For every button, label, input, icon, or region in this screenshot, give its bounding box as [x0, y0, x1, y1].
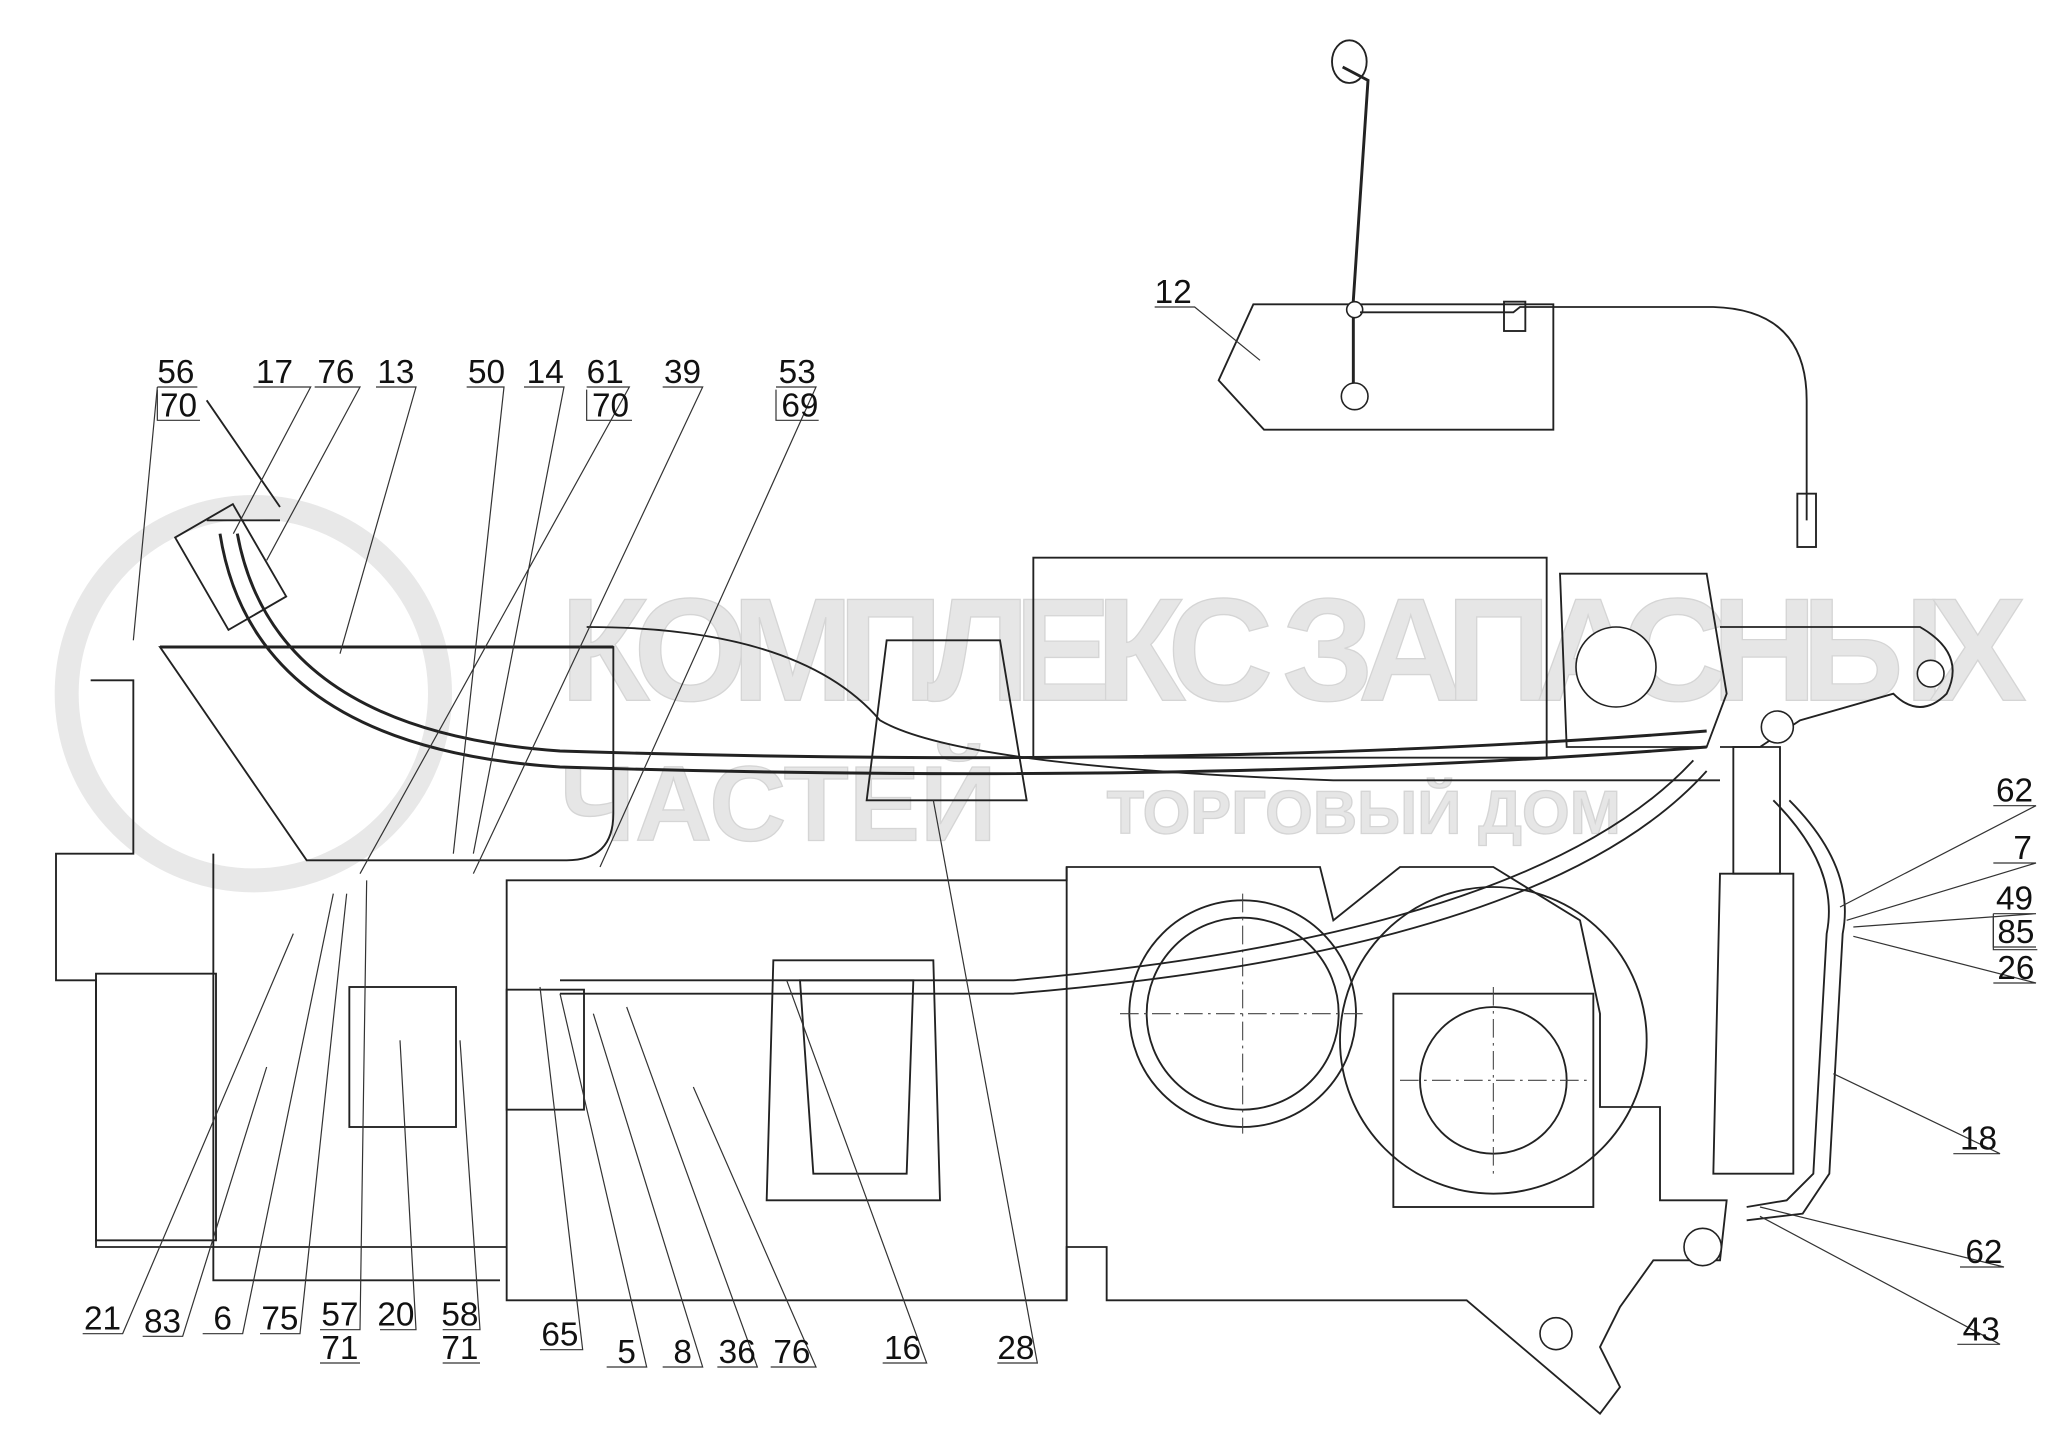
- callout-62: 62: [1996, 773, 2033, 810]
- callout-58: 58: [441, 1297, 478, 1334]
- callout-26: 26: [1997, 950, 2034, 987]
- callout-17: 17: [256, 354, 293, 391]
- callout-53: 53: [779, 354, 816, 391]
- callouts-top: 56 70 17 76 13 50 14 61 70 39 53 69 12: [157, 274, 1191, 424]
- callout-61: 61: [587, 354, 624, 391]
- callout-14: 14: [527, 354, 564, 391]
- control-panel: [1217, 39, 1817, 548]
- callout-62b: 62: [1965, 1234, 2002, 1271]
- callout-20: 20: [377, 1297, 414, 1334]
- callout-69: 69: [781, 387, 818, 424]
- callout-71b: 71: [441, 1330, 478, 1367]
- callout-12: 12: [1155, 274, 1192, 311]
- callout-8: 8: [673, 1334, 692, 1371]
- callout-76: 76: [317, 354, 354, 391]
- callout-6: 6: [213, 1301, 232, 1338]
- callout-65: 65: [541, 1317, 578, 1354]
- callout-56: 56: [157, 354, 194, 391]
- watermark: КОМПЛЕКС ЗАПАСНЫХ ЧАСТЕЙ ТОРГОВЫЙ ДОМ: [54, 495, 2027, 893]
- callout-50: 50: [468, 354, 505, 391]
- callouts-bottom: 21 83 6 75 57 71 20 58 71 65 5 8 36 76 1…: [84, 1297, 1034, 1371]
- callout-43: 43: [1963, 1311, 2000, 1348]
- watermark-line-1: КОМПЛЕКС ЗАПАСНЫХ: [560, 568, 2027, 732]
- callout-83: 83: [144, 1303, 181, 1340]
- callout-76b: 76: [773, 1334, 810, 1371]
- callout-39: 39: [664, 354, 701, 391]
- transmission-housing: [55, 556, 1954, 1416]
- watermark-line-2: ЧАСТЕЙ: [560, 742, 997, 863]
- callout-13: 13: [377, 354, 414, 391]
- callout-70b: 70: [592, 387, 629, 424]
- callout-18: 18: [1960, 1121, 1997, 1158]
- oil-tank: [158, 399, 1846, 1222]
- callout-boxes: [156, 389, 2038, 951]
- watermark-line-3: ТОРГОВЫЙ ДОМ: [1107, 778, 1621, 847]
- callout-71: 71: [321, 1330, 358, 1367]
- callout-49: 49: [1996, 881, 2033, 918]
- callouts-right: 62 7 49 85 26 18 62 43: [1960, 773, 2034, 1349]
- leader-lines: [82, 306, 2037, 1368]
- callout-70: 70: [160, 387, 197, 424]
- callout-16: 16: [884, 1330, 921, 1367]
- callout-5: 5: [617, 1334, 636, 1371]
- callout-75: 75: [261, 1301, 298, 1338]
- callout-28: 28: [997, 1330, 1034, 1367]
- callout-7: 7: [2013, 830, 2032, 867]
- callout-57: 57: [321, 1297, 358, 1334]
- callout-36: 36: [719, 1334, 756, 1371]
- callout-85: 85: [1997, 914, 2034, 951]
- callout-21: 21: [84, 1301, 121, 1338]
